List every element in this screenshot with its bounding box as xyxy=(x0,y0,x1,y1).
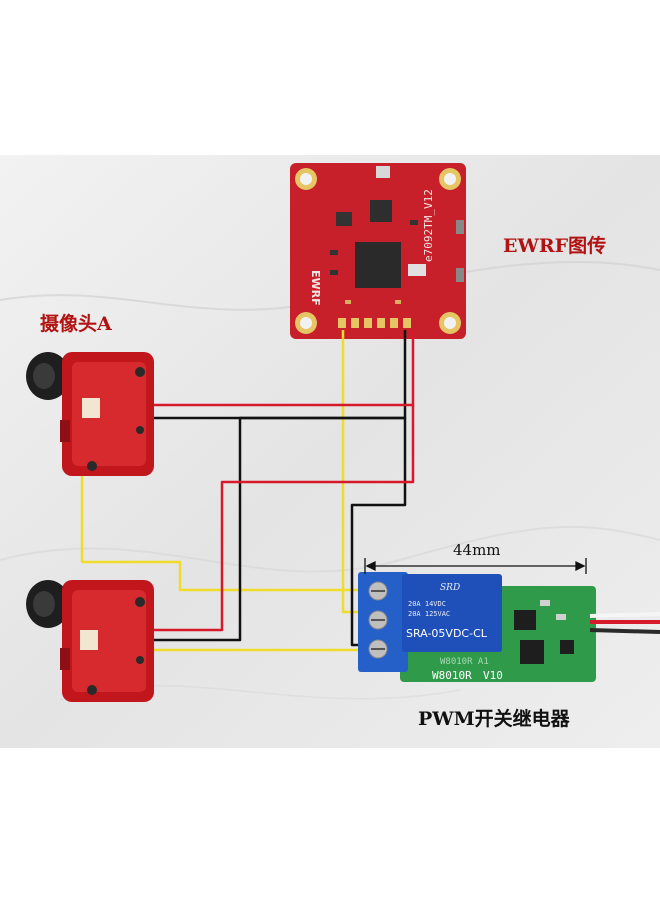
pin-pad xyxy=(377,318,385,328)
pin-pad xyxy=(338,318,346,328)
antenna-pad xyxy=(376,166,390,178)
camera-screw xyxy=(135,597,145,607)
cable-white xyxy=(589,612,660,618)
relay-chip xyxy=(514,610,536,630)
relay-label: PWM开关继电器 xyxy=(418,708,570,730)
vtx-brand-text: EWRF xyxy=(309,270,322,306)
main-chip xyxy=(355,242,401,288)
cable-black xyxy=(589,628,660,634)
pin-pad xyxy=(351,318,359,328)
small-chip xyxy=(408,264,426,276)
relay-top-text: SRD xyxy=(440,583,460,593)
camera-connector xyxy=(82,398,100,418)
rf-chip xyxy=(370,200,392,222)
wire-red xyxy=(90,405,415,632)
relay-version-text: V10 xyxy=(483,669,503,682)
wire-yellow xyxy=(80,420,372,592)
camera-screw xyxy=(136,656,144,664)
camera-bottom xyxy=(26,580,154,702)
relay-rating-text: 20A 14VDC xyxy=(408,600,446,608)
relay-model-text: SRA-05VDC-CL xyxy=(406,627,488,640)
side-connector xyxy=(456,220,464,234)
relay-rating-text: 20A 125VAC xyxy=(408,610,450,618)
camera-screw xyxy=(136,426,144,434)
side-connector xyxy=(456,268,464,282)
relay-cube xyxy=(402,574,502,652)
small-chip xyxy=(336,212,352,226)
pin-pad xyxy=(390,318,398,328)
camera-screw xyxy=(87,461,97,471)
relay-pcb-text: W8010R A1 xyxy=(440,657,489,667)
camera-screw xyxy=(87,685,97,695)
vtx-board: e7092TM_V12 EWRF xyxy=(290,163,466,339)
dimension-label: 44mm xyxy=(453,541,501,559)
pin-pad xyxy=(403,318,411,328)
vtx-silk-text: e7092TM_V12 xyxy=(422,189,435,262)
vtx-label: EWRF图传 xyxy=(503,235,607,257)
relay-board: SRD 20A 14VDC 20A 125VAC SRA-05VDC-CL W8… xyxy=(358,572,660,682)
camera-top xyxy=(26,352,154,476)
pin-pad xyxy=(364,318,372,328)
dimension-marker xyxy=(364,558,587,574)
camera-screw xyxy=(135,367,145,377)
marble-vein xyxy=(0,525,660,573)
camera-connector xyxy=(80,630,98,650)
relay-pcb-text: W8010R xyxy=(432,669,472,682)
camera-label: 摄像头A xyxy=(40,313,112,335)
